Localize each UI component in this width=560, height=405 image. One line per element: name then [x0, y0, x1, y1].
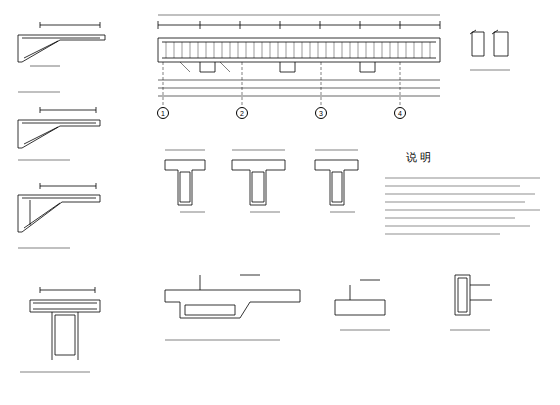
- axis-number: 3: [319, 110, 323, 117]
- section-a: [165, 150, 205, 212]
- axis-bubble: 1: [157, 107, 169, 119]
- bar-anchor-detail: [335, 280, 390, 330]
- haunch-detail: [165, 275, 300, 340]
- axis-number: 1: [161, 110, 165, 117]
- cantilever-detail-3: [18, 183, 100, 248]
- section-b: [232, 150, 285, 212]
- axis-bubble: 4: [394, 107, 406, 119]
- axis-number: 4: [398, 110, 402, 117]
- notes-text-lines: [385, 178, 540, 234]
- beam-column-joint-detail: [20, 287, 100, 372]
- axis-bubble: 3: [315, 107, 327, 119]
- cantilever-detail-2: [18, 107, 100, 160]
- beam-elevation: [158, 15, 440, 106]
- cantilever-detail-1: [18, 22, 105, 92]
- small-section: [450, 275, 492, 330]
- axis-number: 2: [240, 110, 244, 117]
- section-c: [315, 150, 358, 212]
- stirrup-shapes: [470, 30, 510, 70]
- axis-bubble: 2: [236, 107, 248, 119]
- notes-heading: 说 明: [405, 150, 432, 165]
